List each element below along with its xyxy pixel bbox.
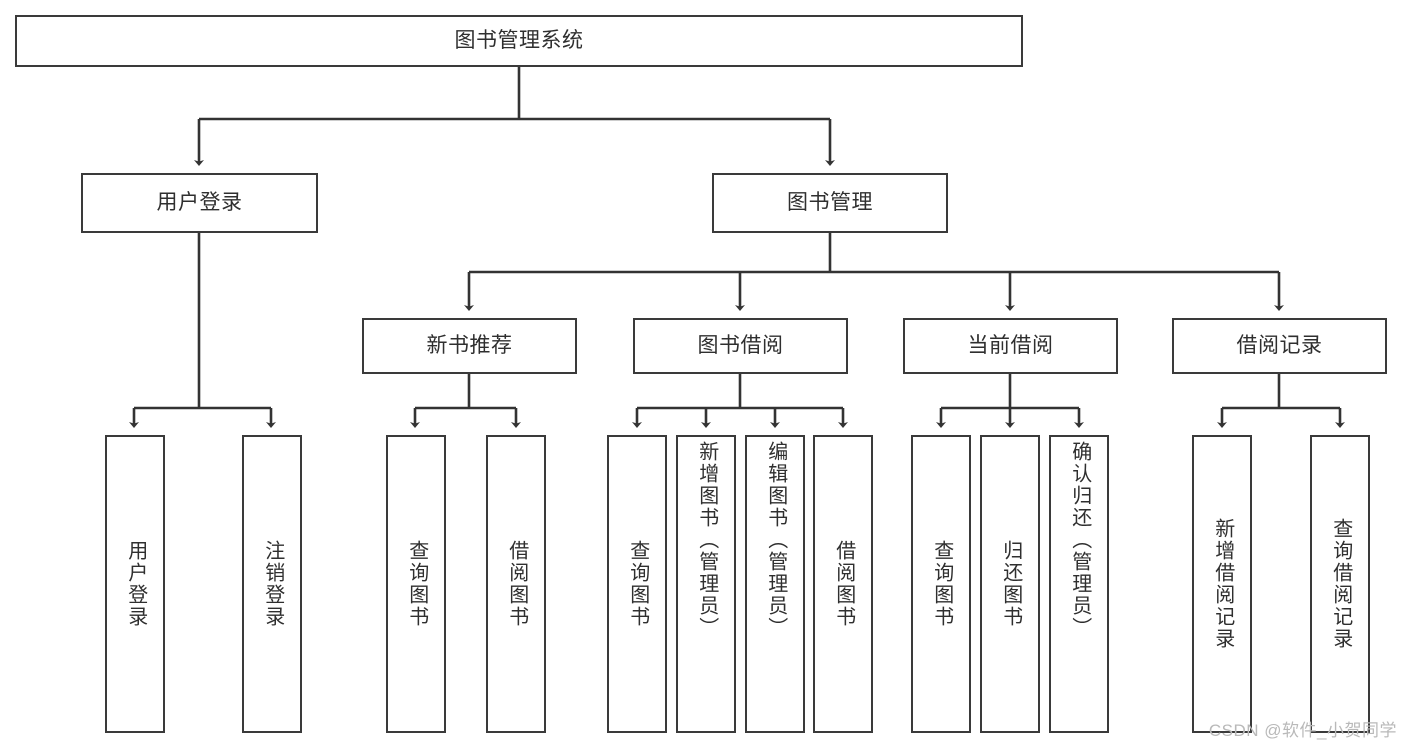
node-label: 查询借阅记录 <box>1329 518 1352 650</box>
node-label: 注销登录 <box>261 540 284 628</box>
node-label: 当前借阅 <box>967 334 1054 358</box>
node-label: 编辑图书（管理员） <box>764 441 787 639</box>
node-label: 借阅图书 <box>832 540 855 628</box>
node-label: 查询图书 <box>930 540 953 628</box>
leaf-new-book-query[interactable]: 查询图书 <box>386 435 446 733</box>
node-label: 新增图书（管理员） <box>695 441 718 639</box>
watermark-text: CSDN @软件_小贺同学 <box>1208 721 1397 740</box>
node-label: 借阅图书 <box>505 540 528 628</box>
leaf-current-confirm-return-admin[interactable]: 确认归还（管理员） <box>1049 435 1109 733</box>
leaf-current-return-book[interactable]: 归还图书 <box>980 435 1040 733</box>
leaf-borrow-borrow-book[interactable]: 借阅图书 <box>813 435 873 733</box>
leaf-records-add-record[interactable]: 新增借阅记录 <box>1192 435 1252 733</box>
node-label: 新书推荐 <box>426 334 513 358</box>
node-label: 确认归还（管理员） <box>1068 441 1091 639</box>
node-label: 用户登录 <box>124 540 147 628</box>
node-label: 图书管理系统 <box>454 29 584 53</box>
node-label: 图书借阅 <box>697 334 784 358</box>
leaf-new-book-borrow[interactable]: 借阅图书 <box>486 435 546 733</box>
node-label: 图书管理 <box>787 191 873 215</box>
node-new-book-recommend[interactable]: 新书推荐 <box>362 318 577 374</box>
leaf-user-login-logout[interactable]: 注销登录 <box>242 435 302 733</box>
node-root-system[interactable]: 图书管理系统 <box>15 15 1023 67</box>
node-current-borrow[interactable]: 当前借阅 <box>903 318 1118 374</box>
leaf-user-login-login[interactable]: 用户登录 <box>105 435 165 733</box>
node-book-management[interactable]: 图书管理 <box>712 173 948 233</box>
node-label: 借阅记录 <box>1236 334 1323 358</box>
node-label: 查询图书 <box>405 540 428 628</box>
leaf-records-query-record[interactable]: 查询借阅记录 <box>1310 435 1370 733</box>
leaf-borrow-query-book[interactable]: 查询图书 <box>607 435 667 733</box>
node-label: 用户登录 <box>156 191 243 215</box>
node-label: 新增借阅记录 <box>1211 518 1234 650</box>
leaf-borrow-add-book-admin[interactable]: 新增图书（管理员） <box>676 435 736 733</box>
leaf-current-query-book[interactable]: 查询图书 <box>911 435 971 733</box>
node-borrow-records[interactable]: 借阅记录 <box>1172 318 1387 374</box>
node-label: 归还图书 <box>999 540 1022 628</box>
node-user-login[interactable]: 用户登录 <box>81 173 318 233</box>
leaf-borrow-edit-book-admin[interactable]: 编辑图书（管理员） <box>745 435 805 733</box>
node-label: 查询图书 <box>626 540 649 628</box>
node-book-borrow[interactable]: 图书借阅 <box>633 318 848 374</box>
